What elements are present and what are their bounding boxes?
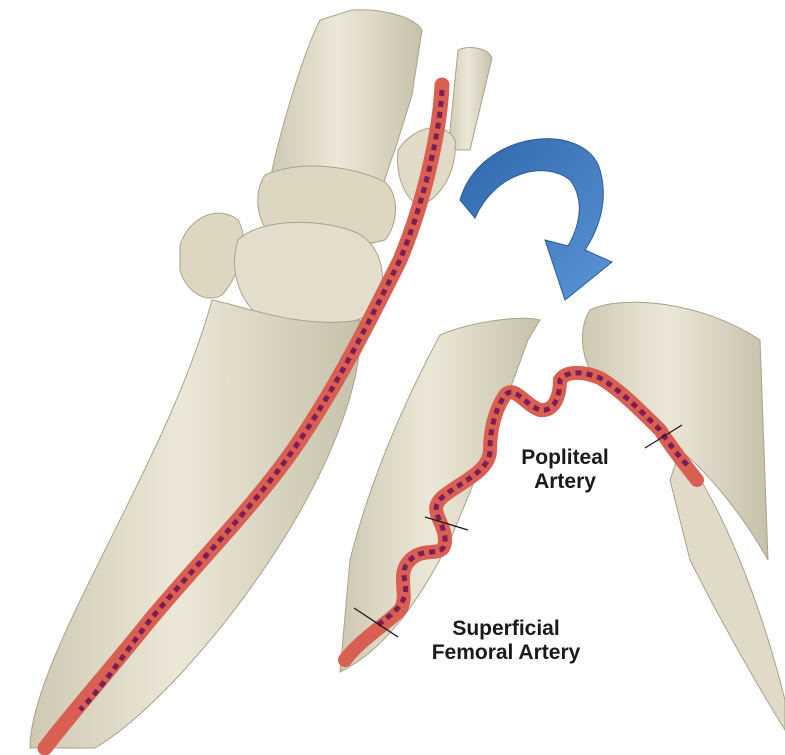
label-popliteal-line1: Popliteal xyxy=(500,446,630,470)
label-sfa-line1: Superficial xyxy=(406,617,606,641)
label-superficial-femoral-artery: Superficial Femoral Artery xyxy=(406,617,606,665)
label-sfa-line2: Femoral Artery xyxy=(406,641,606,665)
patella-left xyxy=(180,213,243,298)
flexed-leg-bones xyxy=(340,302,785,730)
tibia-left xyxy=(30,300,360,748)
label-popliteal-line2: Artery xyxy=(500,470,630,494)
label-popliteal-artery: Popliteal Artery xyxy=(500,446,630,494)
fibula-top-left xyxy=(448,48,492,150)
curved-arrow-icon xyxy=(460,139,612,300)
tibia-right xyxy=(583,302,769,560)
